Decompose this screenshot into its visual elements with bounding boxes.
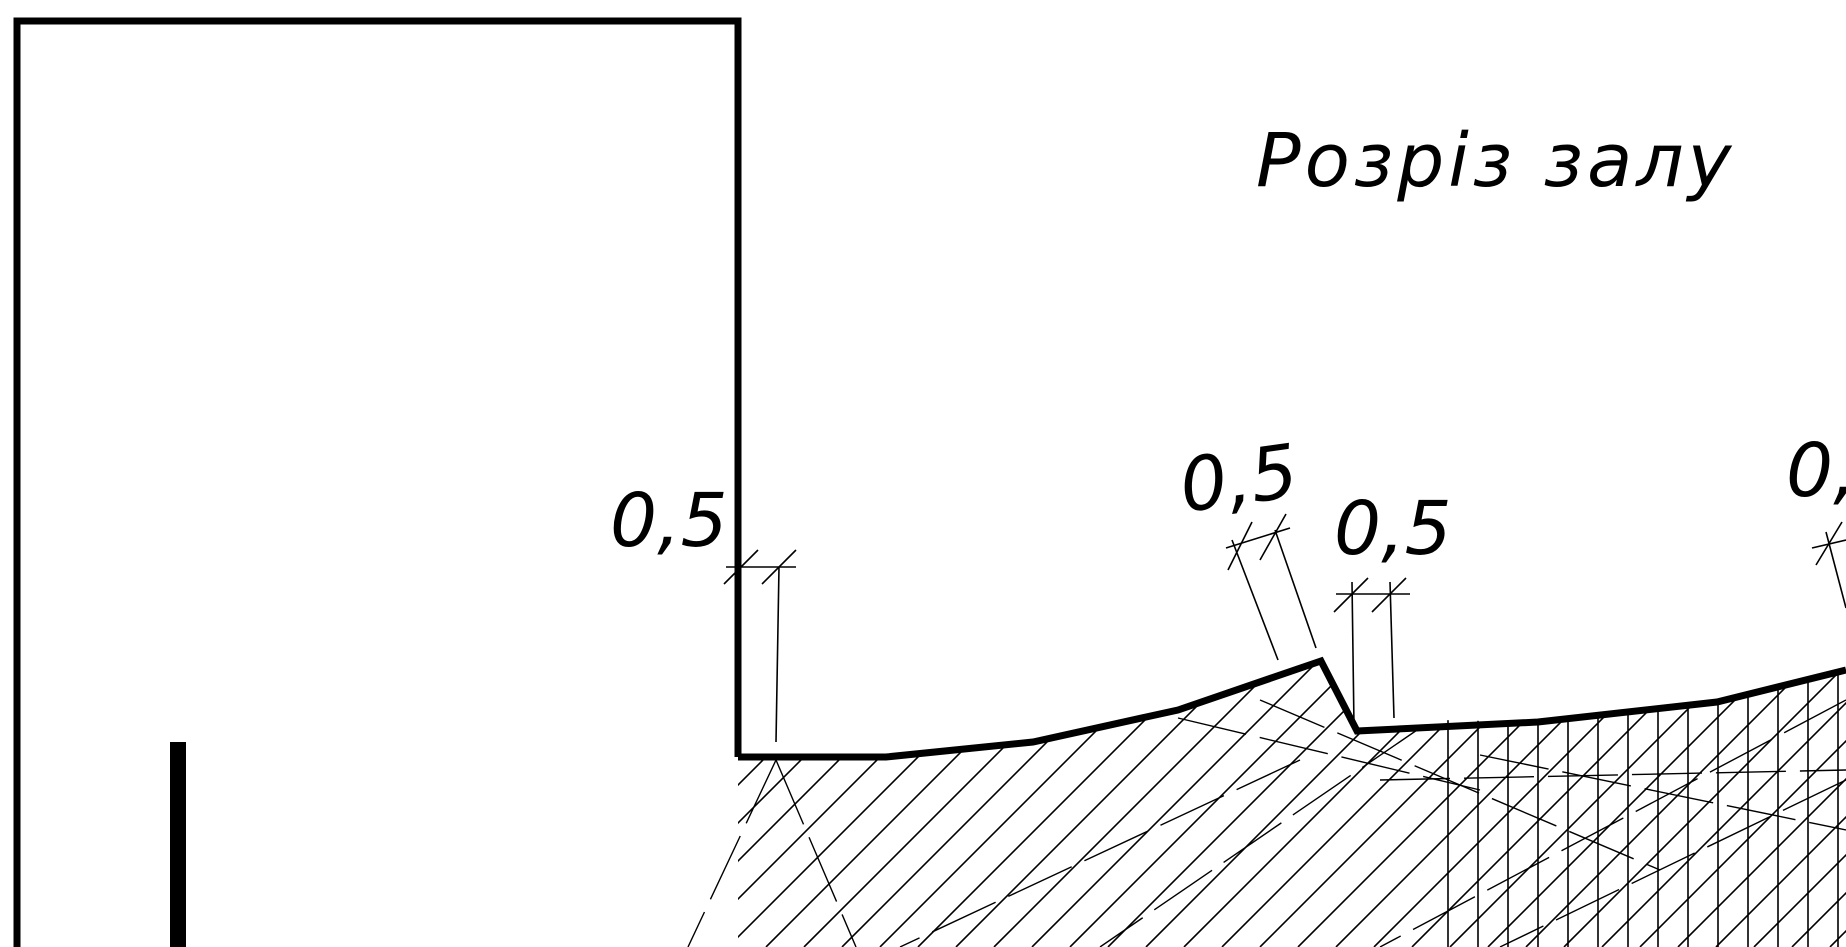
hatch-line xyxy=(1221,661,1523,947)
section-outline xyxy=(13,17,1846,947)
hatch-line xyxy=(1753,661,1846,947)
hatch-line xyxy=(1639,661,1846,947)
hatch-line xyxy=(1259,661,1561,947)
dimension-label: 0,5 xyxy=(1175,428,1304,530)
dimension-marks xyxy=(723,513,1846,743)
hatch-line xyxy=(917,661,1219,947)
dashed-construction-lines xyxy=(687,699,1846,947)
hatch-line xyxy=(1563,661,1846,947)
hatch-line xyxy=(1791,661,1846,947)
dimension-label: 0,5 xyxy=(1786,428,1846,514)
left-wall-outline xyxy=(13,17,742,947)
hatch-line xyxy=(1525,661,1827,947)
floor-profile xyxy=(738,656,1846,761)
hatch-line xyxy=(738,661,953,947)
hatch-line xyxy=(841,661,1143,947)
hatch-line xyxy=(738,661,801,947)
hatch-line xyxy=(738,661,915,947)
hatch-line xyxy=(738,661,1029,947)
hatch-line xyxy=(955,661,1257,947)
hatch-line xyxy=(1373,661,1675,947)
hatch-line xyxy=(1031,661,1333,947)
hatch-line xyxy=(1449,661,1751,947)
hatch-line xyxy=(879,661,1181,947)
hatch-line xyxy=(1145,661,1447,947)
soil-hatching xyxy=(738,661,1846,947)
hatch-line xyxy=(1677,661,1846,947)
hatch-line xyxy=(803,661,1105,947)
dimension-label: 0,5 xyxy=(1334,486,1452,572)
dimension-label: 0,5 xyxy=(610,478,728,564)
hatch-line xyxy=(738,661,839,947)
hatch-line xyxy=(993,661,1295,947)
hatch-line xyxy=(1601,661,1846,947)
column-element xyxy=(170,742,186,947)
hatch-line xyxy=(1107,661,1409,947)
hatch-line xyxy=(738,661,877,947)
hatch-line xyxy=(1715,661,1846,947)
drawing-title: Розріз залу xyxy=(1256,118,1735,204)
hatch-line xyxy=(765,661,1067,947)
hatch-line xyxy=(1411,661,1713,947)
hatch-line xyxy=(1335,661,1637,947)
